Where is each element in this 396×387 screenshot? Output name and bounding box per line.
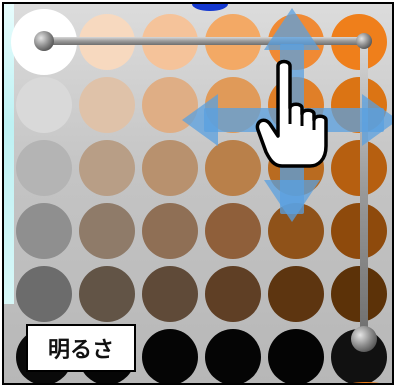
rail-knob-bottom-right[interactable] bbox=[351, 326, 377, 352]
bottom-accent-dot bbox=[344, 382, 388, 385]
brightness-label: 明るさ bbox=[26, 324, 136, 372]
top-accent-dot bbox=[192, 4, 228, 11]
rail-knob-top-right[interactable] bbox=[356, 33, 372, 49]
brightness-label-text: 明るさ bbox=[48, 332, 114, 364]
selection-rail bbox=[44, 37, 368, 341]
rail-knob-top-left[interactable] bbox=[34, 31, 54, 51]
color-grid-frame: 明るさ bbox=[2, 2, 394, 385]
